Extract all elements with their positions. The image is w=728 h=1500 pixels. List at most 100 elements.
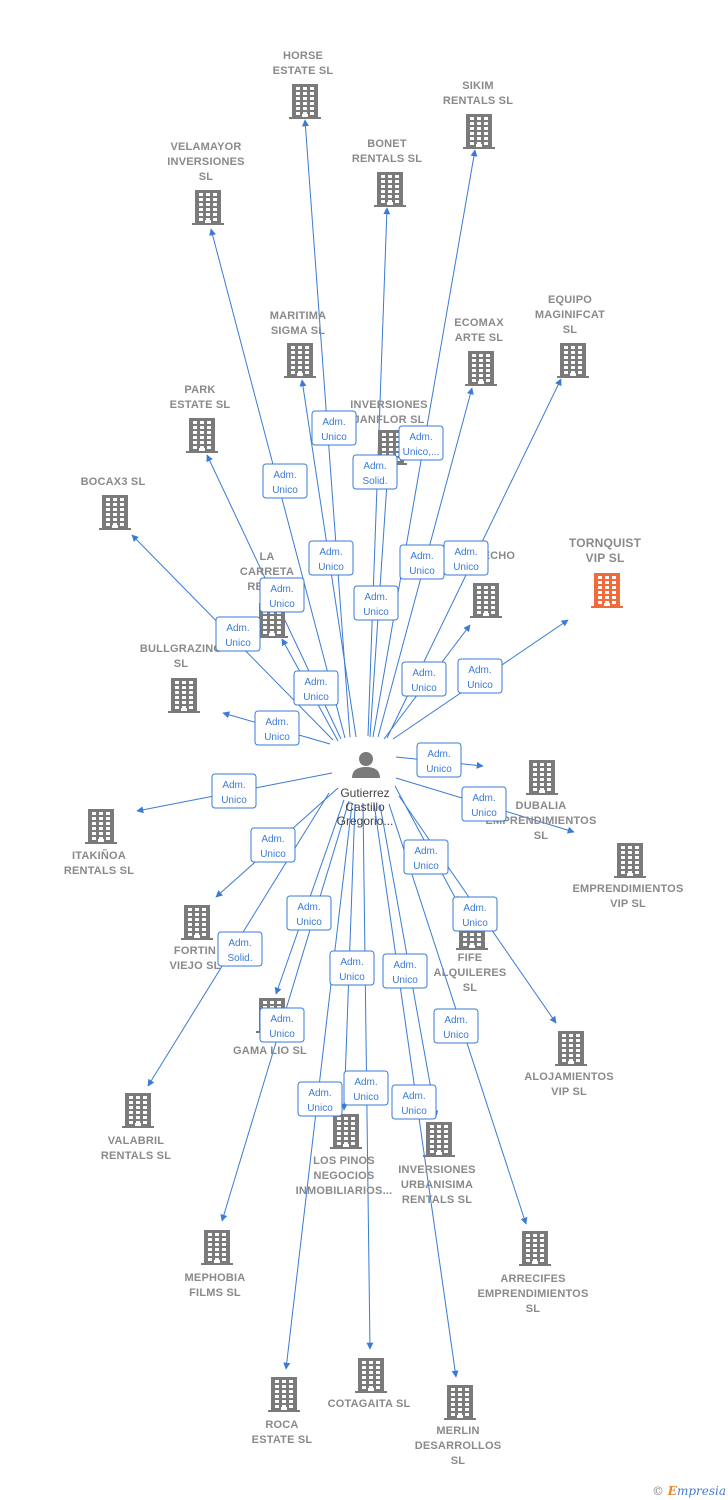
badge-box (211, 773, 257, 809)
role-badge-alojamientos[interactable]: Adm.Unico (452, 896, 498, 932)
badge-box (401, 661, 447, 697)
role-badge-emprvip[interactable]: Adm.Unico (461, 786, 507, 822)
center-person[interactable]: Gutierrez Castillo Gregorio... (337, 752, 394, 828)
company-label-line: ITAKIÑOA (72, 849, 126, 862)
company-label-line: DUBALIA (516, 800, 567, 812)
badge-text-line: Solid. (362, 476, 387, 487)
role-badge-tornquist[interactable]: Adm.Unico (457, 658, 503, 694)
brand-name: mpresia (676, 1484, 726, 1498)
company-label-line: LA (259, 551, 274, 563)
badge-text-line: Unico (467, 680, 493, 691)
role-badge-lospinos[interactable]: Adm.Unico (329, 950, 375, 986)
role-badge-park[interactable]: Adm.Unico (259, 577, 305, 613)
role-badge-bullgrazing[interactable]: Adm.Unico (254, 710, 300, 746)
badge-text-line: Unico (443, 1030, 469, 1041)
role-badge-urbanisima[interactable]: Adm.Unico (382, 953, 428, 989)
role-badge-bocax3[interactable]: Adm.Unico (215, 616, 261, 652)
building-icon (85, 809, 117, 844)
badge-text-line: Unico (462, 918, 488, 929)
role-badge-mephobia[interactable]: Adm.Unico (259, 1007, 305, 1043)
role-badge-horse[interactable]: Adm.Unico (311, 410, 357, 446)
role-badge-echo[interactable]: Adm.Unico (401, 661, 447, 697)
company-label-line: ARRECIFES (500, 1273, 565, 1285)
building-icon (374, 172, 406, 207)
badge-box (416, 742, 462, 778)
badge-text-line: Unico (426, 764, 452, 775)
badge-text-line: Adm. (319, 547, 342, 558)
badge-text-line: Adm. (402, 1091, 425, 1102)
role-badge-valabril[interactable]: Adm.Solid. (217, 931, 263, 967)
company-label-line: INVERSIONES (398, 1164, 475, 1176)
company-node-horse[interactable]: HORSE ESTATE SL (273, 50, 334, 119)
company-label-line: ESTATE SL (273, 65, 334, 77)
company-node-lospinos[interactable]: LOS PINOSNEGOCIOSINMOBILIARIOS... (296, 1114, 393, 1197)
badge-text-line: Adm. (228, 938, 251, 949)
building-icon (591, 573, 623, 608)
role-badge-itakinoa[interactable]: Adm.Unico (211, 773, 257, 809)
company-node-cotagaita[interactable]: COTAGAITA SL (328, 1358, 411, 1410)
role-badge-ecomax[interactable]: Adm.Unico (399, 544, 445, 580)
badge-text-line: Adm. (226, 623, 249, 634)
badge-box (399, 544, 445, 580)
company-label-line: ARTE SL (455, 332, 504, 344)
company-label-line: GAMA LIO SL (233, 1045, 307, 1057)
role-badge-fortin[interactable]: Adm.Unico (250, 827, 296, 863)
role-badge-equipo[interactable]: Adm.Unico (443, 540, 489, 576)
building-icon (465, 351, 497, 386)
role-badge-janflor[interactable]: Adm.Unico (353, 585, 399, 621)
company-label-line: HORSE (283, 50, 323, 62)
role-badge-maritima[interactable]: Adm.Unico (308, 540, 354, 576)
role-badge-sikim[interactable]: Adm.Unico,... (398, 425, 444, 461)
role-badge-arrecifes[interactable]: Adm.Unico (433, 1008, 479, 1044)
role-badge-lacarreta[interactable]: Adm.Unico (293, 670, 339, 706)
badge-text-line: Unico (321, 432, 347, 443)
badge-text-line: Adm. (363, 461, 386, 472)
role-badge-merlin[interactable]: Adm. Unico (391, 1084, 437, 1120)
badge-text-line: Unico,... (403, 447, 440, 458)
building-icon (268, 1377, 300, 1412)
company-label-line: SL (534, 830, 549, 842)
company-label-line: VELAMAYOR (170, 141, 241, 153)
badge-text-line: Unico (453, 562, 479, 573)
company-label-line: RENTALS SL (443, 95, 513, 107)
company-label-line: INVERSIONES (350, 399, 427, 411)
badge-box (262, 463, 308, 499)
building-icon (614, 843, 646, 878)
badge-text-line: Adm. (308, 1088, 331, 1099)
role-badge-bonet[interactable]: Adm. Solid. (352, 454, 398, 490)
company-label-line: MERLIN (436, 1425, 479, 1437)
role-badge-dubalia[interactable]: Adm.Unico (416, 742, 462, 778)
badge-text-line: Unico (401, 1106, 427, 1117)
role-badge-velamayor[interactable]: Adm.Unico (262, 463, 308, 499)
company-label-line: SL (199, 171, 214, 183)
company-node-bocax3[interactable]: BOCAX3 SL (81, 476, 146, 530)
company-label-line: SL (463, 982, 478, 994)
role-badge-roca[interactable]: Adm.Unico (297, 1081, 343, 1117)
role-badge-gamalio[interactable]: Adm.Unico (286, 895, 332, 931)
building-icon (330, 1114, 362, 1149)
badge-text-line: Unico (303, 692, 329, 703)
center-label-line: Gutierrez (340, 786, 389, 800)
role-badge-fife[interactable]: Adm.Unico (403, 839, 449, 875)
role-badge-cotagaita[interactable]: Adm.Unico (343, 1070, 389, 1106)
